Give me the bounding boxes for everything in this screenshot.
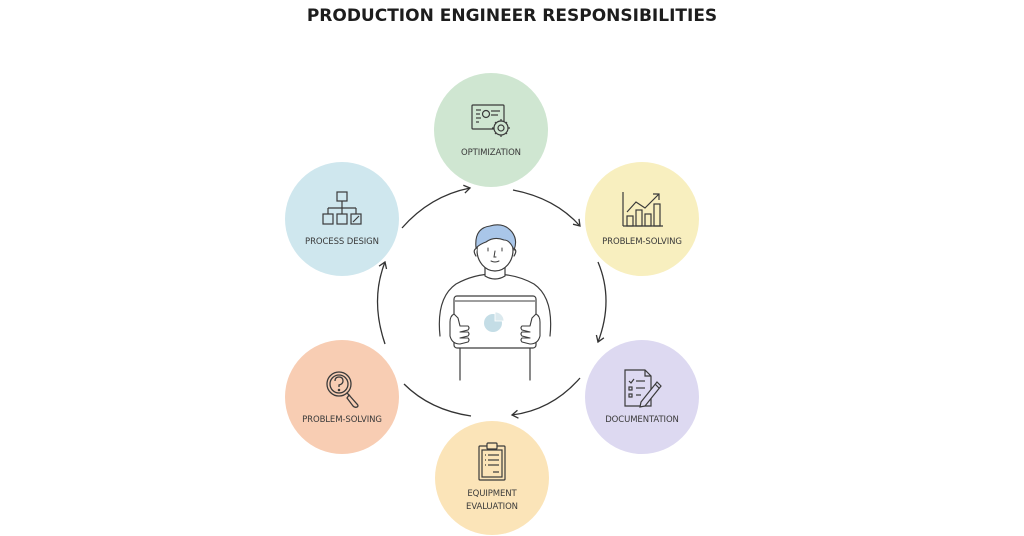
- node-optimization: OPTIMIZATION: [434, 73, 548, 187]
- magnifier-question-icon: [326, 370, 359, 408]
- node-problem-solving-search: PROBLEM-SOLVING: [285, 340, 399, 454]
- arrow-problem-solving-to-documentation: [595, 261, 607, 344]
- node-label: PROBLEM-SOLVING: [302, 414, 382, 425]
- node-problem-solving-chart: PROBLEM-SOLVING: [585, 162, 699, 276]
- arrow-optimization-to-problem-solving: [512, 189, 581, 227]
- bar-chart-trend-icon: [622, 191, 663, 227]
- node-label: OPTIMIZATION: [461, 147, 521, 158]
- node-label-line1: EQUIPMENT: [467, 489, 517, 499]
- page-title: PRODUCTION ENGINEER RESPONSIBILITIES: [306, 6, 718, 26]
- arrow-documentation-to-equipment: [510, 377, 581, 419]
- flowchart-icon: [322, 190, 362, 225]
- node-label-line2: EVALUATION: [466, 502, 518, 512]
- node-equipment-evaluation: EQUIPMENT EVALUATION: [435, 421, 549, 535]
- engineer-illustration: [438, 224, 552, 381]
- node-label: DOCUMENTATION: [605, 414, 679, 425]
- dashboard-gear-icon: [471, 103, 510, 137]
- arrow-equipment-to-problem-solving: [403, 383, 472, 417]
- node-label: PROBLEM-SOLVING: [602, 236, 682, 247]
- node-process-design: PROCESS DESIGN: [285, 162, 399, 276]
- node-documentation: DOCUMENTATION: [585, 340, 699, 454]
- checklist-pencil-icon: [624, 368, 662, 408]
- clipboard-icon: [478, 442, 506, 481]
- node-label: PROCESS DESIGN: [305, 236, 379, 247]
- pie-chart-icon: [484, 311, 505, 332]
- arrow-problem-solving-to-process: [376, 260, 388, 345]
- arrow-process-to-optimization: [401, 184, 472, 229]
